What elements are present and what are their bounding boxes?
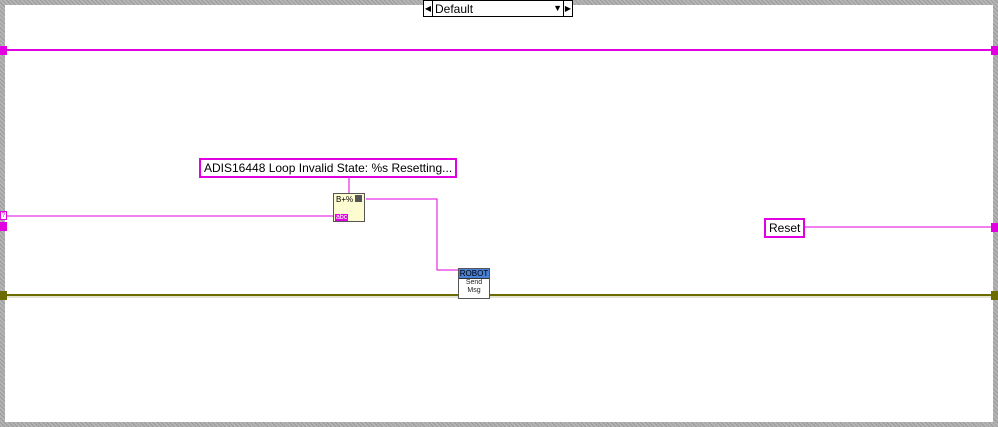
cluster-left-tunnel[interactable]: [0, 291, 7, 300]
input-tunnel-lower[interactable]: [0, 222, 7, 231]
top-right-tunnel[interactable]: [991, 46, 998, 55]
increment-case-button[interactable]: ▶: [563, 1, 572, 16]
reset-output-tunnel[interactable]: [991, 223, 998, 232]
robot-header: ROBOT: [459, 269, 489, 279]
robot-send-msg-node[interactable]: ROBOT Send Msg: [458, 268, 490, 299]
format-into-string-node[interactable]: B+% abc: [333, 193, 365, 222]
chevron-down-icon[interactable]: ▼: [553, 3, 562, 13]
reset-string-constant[interactable]: Reset: [764, 218, 806, 238]
robot-msg-label: Msg: [467, 287, 481, 294]
format-glyph: B+%: [336, 195, 354, 204]
format-terminal-icon: [355, 195, 362, 202]
format-terminal-label: abc: [335, 214, 349, 221]
message-wire[interactable]: [366, 198, 458, 271]
top-left-tunnel[interactable]: [0, 46, 7, 55]
case-selector[interactable]: ◀ Default ▼ ▶: [423, 0, 573, 17]
case-structure-diagram: [5, 5, 993, 422]
input-tunnel[interactable]: ?: [0, 211, 7, 220]
format-string-constant[interactable]: ADIS16448 Loop Invalid State: %s Resetti…: [199, 158, 458, 178]
robot-send-label: Send: [465, 279, 483, 286]
decrement-case-button[interactable]: ◀: [424, 1, 433, 16]
cluster-right-tunnel[interactable]: [991, 291, 998, 300]
case-selector-value: Default: [435, 2, 474, 16]
